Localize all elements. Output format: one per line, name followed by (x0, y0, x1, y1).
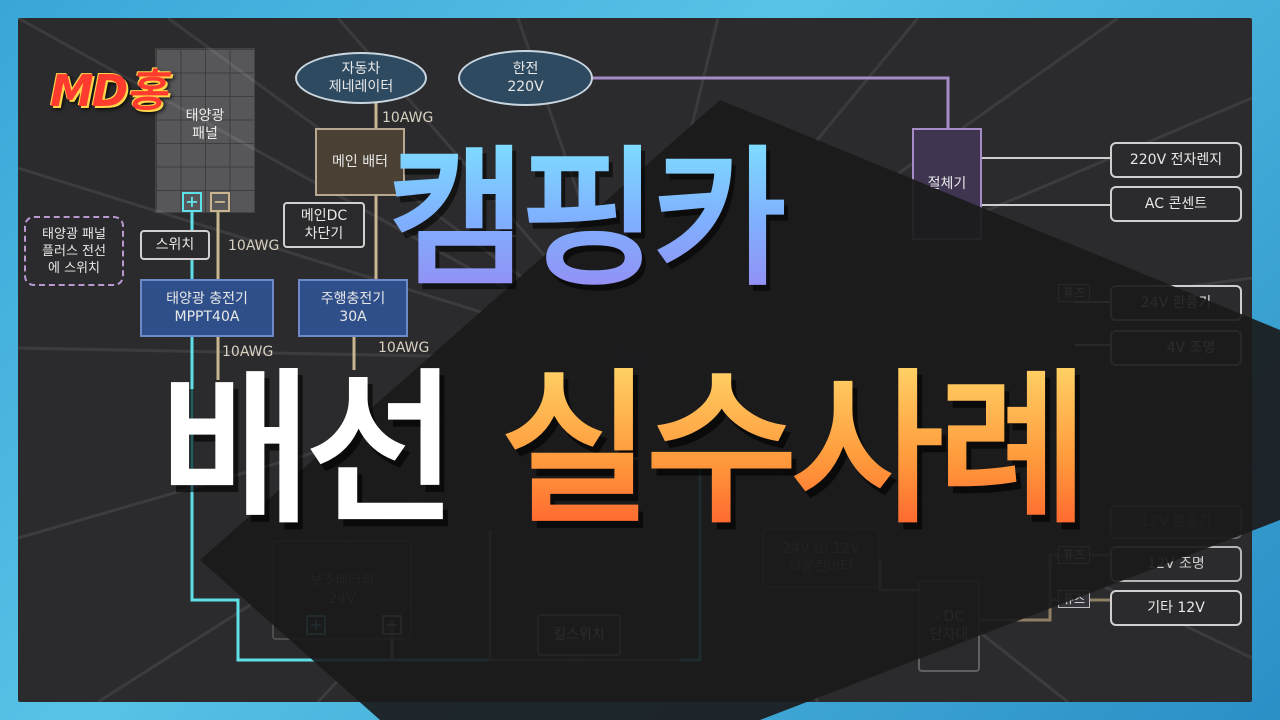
fuse-1: 퓨즈 (1058, 284, 1091, 302)
awg-label-1: 10AWG (382, 110, 434, 126)
solar-minus-terminal: − (210, 192, 230, 212)
awg-label-2: 10AWG (228, 238, 280, 254)
out-220v-range: 220V 전자렌지 (1110, 142, 1242, 178)
kill-switch-node: 킬스위치 (537, 614, 621, 656)
out-24v-light: 4V 조명 (1110, 330, 1242, 366)
grid-power-node: 한전 220V (458, 50, 593, 106)
aux-minus-terminal: − (382, 615, 402, 635)
out-12v-fan: 12V 환풍기 (1110, 505, 1242, 539)
out-12v-other: 기타 12V (1110, 590, 1242, 626)
solar-panel-label: 태양광 패널 (185, 108, 225, 142)
aux-plus-terminal: + (306, 615, 326, 635)
switch-node: 스위치 (140, 230, 210, 260)
inverter-switch-node: 절체기 (912, 128, 982, 240)
dc-terminal-node: - DC 단자대 (918, 580, 980, 672)
channel-logo: MD홍 (50, 66, 167, 117)
out-12v-light: 12V 조명 (1110, 546, 1242, 582)
switch-note: 태양광 패널 플러스 전선 에 스위치 (24, 216, 124, 286)
title-line-1: 캠핑카 (388, 130, 790, 310)
title-line-2-orange: 실수사례 (500, 354, 1089, 546)
solar-plus-terminal: + (182, 192, 202, 212)
fuse-2: 퓨즈 (1058, 546, 1091, 564)
generator-node: 자동차 제네레이터 (295, 52, 427, 104)
fuse-3: 퓨즈 (1058, 590, 1091, 608)
title-line-2-white: 배선 (160, 354, 458, 546)
main-dc-breaker-node: 메인DC 차단기 (283, 202, 365, 248)
out-ac-outlet: AC 콘센트 (1110, 186, 1242, 222)
out-24v-fan: 24V 환풍기 (1110, 285, 1242, 321)
solar-charger-node: 태양광 충전기 MPPT40A (140, 279, 274, 337)
